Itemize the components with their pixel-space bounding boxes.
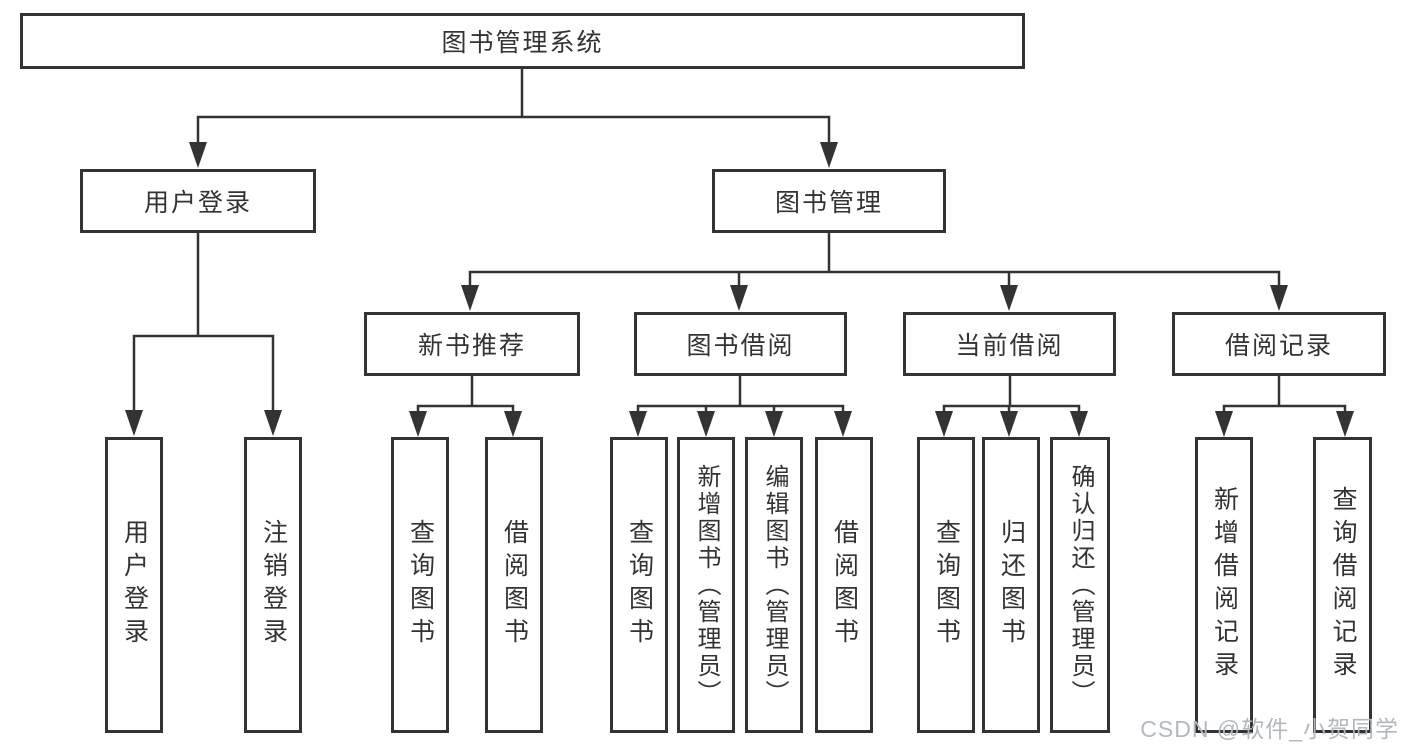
node-new-book-recommendation: 新书推荐	[364, 312, 580, 376]
node-borrowing-records: 借阅记录	[1172, 312, 1386, 376]
node-library-management-system: 图书管理系统	[20, 13, 1025, 69]
leaf-query-books-recommend: 查询图书	[391, 437, 449, 733]
leaf-query-borrowing-record: 查询借阅记录	[1313, 437, 1372, 733]
leaf-query-books-current: 查询图书	[917, 437, 975, 733]
leaf-logout: 注销登录	[244, 437, 302, 733]
leaf-add-borrowing-record: 新增借阅记录	[1195, 437, 1253, 733]
leaf-user-login: 用户登录	[105, 437, 163, 733]
leaf-add-books-admin: 新增图书（管理员）	[677, 437, 735, 733]
node-book-borrowing: 图书借阅	[634, 312, 847, 376]
leaf-confirm-return-admin: 确认归还（管理员）	[1050, 437, 1110, 733]
csdn-watermark: CSDN @软件_小贺同学	[1140, 716, 1399, 742]
leaf-return-books: 归还图书	[982, 437, 1040, 733]
leaf-edit-books-admin: 编辑图书（管理员）	[745, 437, 803, 733]
node-user-login: 用户登录	[80, 169, 316, 233]
leaf-borrow-books-recommend: 借阅图书	[485, 437, 543, 733]
leaf-query-books-borrowing: 查询图书	[610, 437, 668, 733]
node-book-management: 图书管理	[712, 169, 946, 233]
node-current-borrowing: 当前借阅	[903, 312, 1116, 376]
leaf-borrow-books-borrowing: 借阅图书	[815, 437, 873, 733]
arrowheads	[125, 142, 1354, 437]
